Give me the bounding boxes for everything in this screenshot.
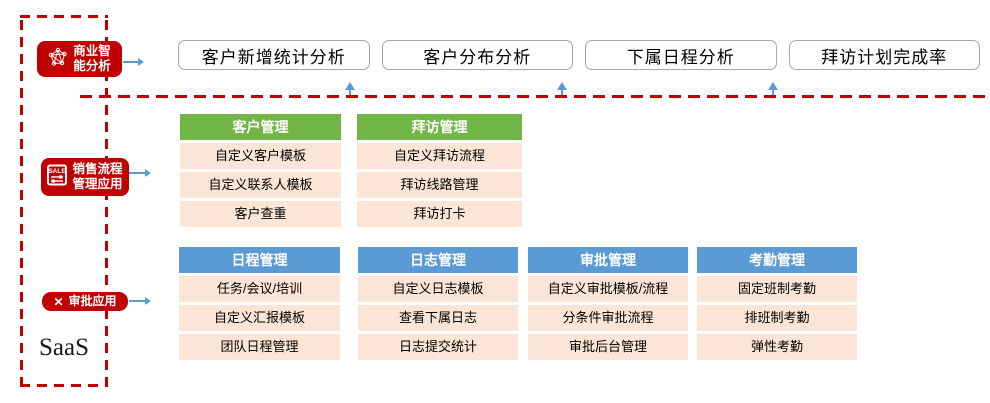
right-arrow-icon	[123, 58, 144, 66]
table-row: 自定义联系人模板	[180, 172, 341, 198]
right-arrow-icon	[129, 169, 151, 177]
network-icon	[48, 47, 68, 71]
up-arrow-icon	[768, 82, 778, 95]
svg-text:SALE: SALE	[49, 168, 67, 175]
table-schedule-management: 日程管理 任务/会议/培训 自定义汇报模板 团队日程管理	[179, 247, 340, 360]
label-text: 商业智 能分析	[73, 44, 111, 73]
table-customer-management: 客户管理 自定义客户模板 自定义联系人模板 客户查重	[180, 114, 341, 227]
approval-feature-tables: 日程管理 任务/会议/培训 自定义汇报模板 团队日程管理 日志管理 自定义日志模…	[179, 247, 857, 360]
table-header: 考勤管理	[697, 247, 857, 273]
table-row: 自定义拜访流程	[357, 143, 522, 169]
table-row: 排班制考勤	[697, 305, 857, 331]
table-approval-management: 审批管理 自定义审批模板/流程 分条件审批流程 审批后台管理	[528, 247, 688, 360]
sale-tag-icon: SALE	[47, 164, 68, 190]
table-header: 客户管理	[180, 114, 341, 140]
label-approval-app: ✕ 审批应用	[42, 292, 128, 311]
table-row: 团队日程管理	[179, 334, 340, 360]
saas-label: SaaS	[39, 334, 89, 361]
table-row: 任务/会议/培训	[179, 276, 340, 302]
table-row: 固定班制考勤	[697, 276, 857, 302]
table-row: 自定义审批模板/流程	[528, 276, 688, 302]
table-row: 客户查重	[180, 201, 341, 227]
table-row: 审批后台管理	[528, 334, 688, 360]
table-row: 分条件审批流程	[528, 305, 688, 331]
label-text: 审批应用	[68, 294, 117, 309]
table-header: 日程管理	[179, 247, 340, 273]
table-header: 日志管理	[358, 247, 518, 273]
table-row: 查看下属日志	[358, 305, 518, 331]
table-header: 审批管理	[528, 247, 688, 273]
label-text: 销售流程 管理应用	[72, 162, 123, 191]
analysis-box-row: 客户新增统计分析 客户分布分析 下属日程分析 拜访计划完成率	[178, 40, 980, 70]
analysis-box-subordinate-schedule: 下属日程分析	[585, 40, 777, 70]
table-row: 自定义日志模板	[358, 276, 518, 302]
table-visit-management: 拜访管理 自定义拜访流程 拜访线路管理 拜访打卡	[357, 114, 522, 227]
table-row: 日志提交统计	[358, 334, 518, 360]
bi-dashed-connector-line	[80, 95, 986, 98]
label-sales-process-apps: SALE 销售流程 管理应用	[41, 158, 129, 196]
table-row: 自定义汇报模板	[179, 305, 340, 331]
analysis-box-visit-plan-completion: 拜访计划完成率	[788, 40, 980, 70]
table-header: 拜访管理	[357, 114, 522, 140]
label-business-intelligence: 商业智 能分析	[37, 41, 122, 77]
x-mark-icon: ✕	[53, 294, 64, 309]
up-arrow-icon	[345, 82, 355, 95]
right-arrow-icon	[129, 297, 151, 305]
table-row: 弹性考勤	[697, 334, 857, 360]
table-row: 自定义客户模板	[180, 143, 341, 169]
analysis-box-customer-new-stats: 客户新增统计分析	[178, 40, 370, 70]
table-attendance-management: 考勤管理 固定班制考勤 排班制考勤 弹性考勤	[697, 247, 857, 360]
analysis-box-customer-distribution: 客户分布分析	[381, 40, 573, 70]
saas-dashed-boundary	[20, 15, 108, 387]
table-row: 拜访打卡	[357, 201, 522, 227]
sales-feature-tables: 客户管理 自定义客户模板 自定义联系人模板 客户查重 拜访管理 自定义拜访流程 …	[180, 114, 522, 227]
up-arrow-icon	[557, 82, 567, 95]
table-row: 拜访线路管理	[357, 172, 522, 198]
table-log-management: 日志管理 自定义日志模板 查看下属日志 日志提交统计	[358, 247, 518, 360]
